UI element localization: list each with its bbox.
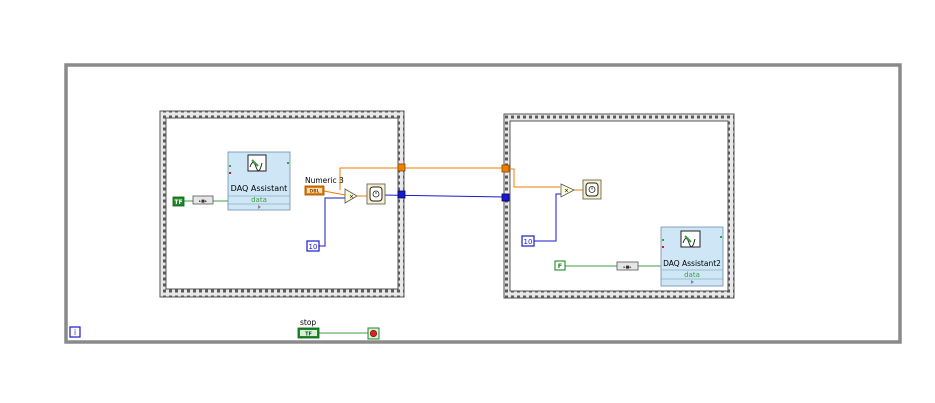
orange-wire (339, 167, 402, 190)
svg-text:TF: TF (174, 199, 182, 206)
multiply-node[interactable]: × (560, 183, 575, 198)
svg-text:▸■▸: ▸■▸ (198, 199, 207, 205)
svg-text:DBL: DBL (309, 188, 319, 194)
daq-icon (680, 230, 701, 248)
iteration-terminal[interactable]: i (69, 326, 81, 338)
wait-ms-icon[interactable] (582, 179, 602, 200)
blue-wire (319, 197, 346, 247)
svg-text:10: 10 (524, 238, 533, 246)
stop-label: stop (300, 318, 316, 327)
daq-title: DAQ Assistant (231, 184, 288, 193)
svg-text:TF: TF (305, 331, 312, 337)
svg-text:×: × (349, 194, 354, 201)
numeric-constant-10[interactable]: 10 (521, 235, 535, 247)
convert-icon[interactable]: ▸■▸ (616, 261, 639, 271)
numeric-constant-10[interactable]: 10 (306, 240, 320, 252)
convert-icon[interactable]: ▸■▸ (192, 195, 214, 205)
svg-text:i: i (74, 328, 76, 337)
daq-data-terminal[interactable]: data (251, 196, 267, 204)
stop-button[interactable]: TF (297, 327, 320, 339)
while-loop[interactable] (64, 63, 902, 344)
boolean-constant-false[interactable]: F (554, 260, 566, 271)
daq2-title: DAQ Assistant2 (663, 259, 721, 268)
daq-icon (247, 154, 267, 172)
blue-wire (534, 193, 561, 242)
orange-tunnel[interactable] (501, 164, 510, 173)
numeric-control[interactable]: DBL (304, 185, 325, 196)
blue-tunnel[interactable] (397, 190, 406, 199)
daq-assistant-2[interactable] (660, 226, 724, 287)
svg-text:▸■▸: ▸■▸ (623, 265, 632, 271)
blue-tunnel[interactable] (501, 193, 510, 202)
numeric-label: Numeric 3 (305, 176, 344, 185)
orange-wire (509, 168, 560, 188)
chevron-down-icon (258, 205, 261, 209)
stop-conditional-icon[interactable] (367, 327, 380, 340)
svg-text:10: 10 (309, 243, 318, 251)
boolean-constant-true[interactable]: TF (172, 196, 185, 207)
wait-ms-icon[interactable] (366, 183, 386, 205)
wires (184, 167, 662, 334)
chevron-down-icon (691, 280, 694, 284)
svg-text:F: F (558, 262, 562, 270)
orange-tunnel[interactable] (397, 163, 406, 172)
daq2-data-terminal[interactable]: data (684, 271, 700, 279)
orange-wire (323, 190, 346, 196)
daq-assistant[interactable] (227, 151, 291, 211)
svg-text:×: × (564, 188, 569, 195)
multiply-node[interactable]: × (344, 188, 358, 204)
